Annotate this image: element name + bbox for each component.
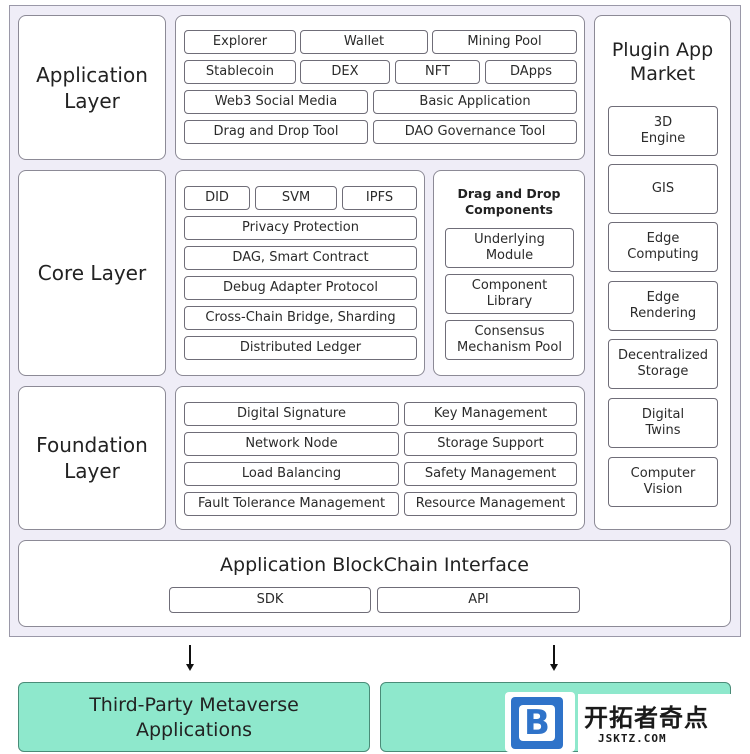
- app-item-explorer: Explorer: [184, 30, 296, 54]
- plugin-decentralized-storage: Decentralized Storage: [608, 339, 718, 389]
- drag-drop-components-title: Drag and Drop Components: [457, 186, 561, 217]
- interface-sdk: SDK: [169, 587, 371, 613]
- plugin-computer-vision: Computer Vision: [608, 457, 718, 507]
- blockchain-interface-title: Application BlockChain Interface: [220, 554, 529, 576]
- plugin-digital-twins: Digital Twins: [608, 398, 718, 448]
- plugin-market-title: Plugin App Market: [611, 39, 714, 85]
- application-layer-items-panel: Explorer Wallet Mining Pool Stablecoin D…: [175, 15, 585, 160]
- arrow-left-line: [189, 645, 191, 665]
- core-item-cross-chain-bridge: Cross-Chain Bridge, Sharding: [184, 306, 417, 330]
- component-consensus-mechanism-pool: Consensus Mechanism Pool: [445, 320, 574, 360]
- core-item-privacy-protection: Privacy Protection: [184, 216, 417, 240]
- app-item-wallet: Wallet: [300, 30, 428, 54]
- core-item-svm: SVM: [255, 186, 337, 210]
- plugin-edge-computing: Edge Computing: [608, 222, 718, 272]
- app-item-dao-governance-tool: DAO Governance Tool: [373, 120, 577, 144]
- interface-api: API: [377, 587, 580, 613]
- watermark-logo-letter: B: [519, 703, 555, 743]
- plugin-edge-rendering: Edge Rendering: [608, 281, 718, 331]
- core-item-debug-adapter-protocol: Debug Adapter Protocol: [184, 276, 417, 300]
- core-item-ipfs: IPFS: [342, 186, 417, 210]
- watermark-text-backdrop: 开拓者奇点 JSKTZ.COM: [578, 694, 738, 752]
- foundation-layer-items-panel: Digital Signature Key Management Network…: [175, 386, 585, 530]
- core-layer-label-panel: Core Layer: [18, 170, 166, 376]
- output-third-party-metaverse: Third-Party Metaverse Applications: [18, 682, 370, 752]
- found-item-safety-management: Safety Management: [404, 462, 577, 486]
- found-item-fault-tolerance: Fault Tolerance Management: [184, 492, 399, 516]
- foundation-layer-label-panel: Foundation Layer: [18, 386, 166, 530]
- output-third-party-label: Third-Party Metaverse Applications: [89, 694, 299, 741]
- found-item-storage-support: Storage Support: [404, 432, 577, 456]
- app-item-dex: DEX: [300, 60, 390, 84]
- app-item-drag-and-drop-tool: Drag and Drop Tool: [184, 120, 368, 144]
- app-item-nft: NFT: [395, 60, 480, 84]
- application-layer-title: Application Layer: [36, 62, 148, 113]
- found-item-resource-management: Resource Management: [404, 492, 577, 516]
- arrow-left-head: [186, 664, 194, 671]
- arrow-right-line: [553, 645, 555, 665]
- app-item-dapps: DApps: [485, 60, 577, 84]
- arrow-right-head: [550, 664, 558, 671]
- found-item-load-balancing: Load Balancing: [184, 462, 399, 486]
- drag-drop-components-panel: Drag and Drop Components Underlying Modu…: [433, 170, 585, 376]
- app-item-stablecoin: Stablecoin: [184, 60, 296, 84]
- app-item-web3-social-media: Web3 Social Media: [184, 90, 368, 114]
- found-item-digital-signature: Digital Signature: [184, 402, 399, 426]
- watermark-url: JSKTZ.COM: [598, 732, 667, 745]
- component-library: Component Library: [445, 274, 574, 314]
- app-item-basic-application: Basic Application: [373, 90, 577, 114]
- core-item-did: DID: [184, 186, 250, 210]
- found-item-network-node: Network Node: [184, 432, 399, 456]
- core-layer-items-panel: DID SVM IPFS Privacy Protection DAG, Sma…: [175, 170, 425, 376]
- core-layer-title: Core Layer: [37, 261, 147, 285]
- application-layer-label-panel: Application Layer: [18, 15, 166, 160]
- plugin-gis: GIS: [608, 164, 718, 214]
- component-underlying-module: Underlying Module: [445, 228, 574, 268]
- watermark-logo-icon: B: [511, 697, 563, 749]
- app-item-mining-pool: Mining Pool: [432, 30, 577, 54]
- watermark-chinese-text: 开拓者奇点: [584, 704, 709, 732]
- plugin-3d-engine: 3D Engine: [608, 106, 718, 156]
- blockchain-interface-panel: Application BlockChain Interface SDK API: [18, 540, 731, 627]
- foundation-layer-title: Foundation Layer: [36, 433, 148, 483]
- core-item-dag-smart-contract: DAG, Smart Contract: [184, 246, 417, 270]
- found-item-key-management: Key Management: [404, 402, 577, 426]
- core-item-distributed-ledger: Distributed Ledger: [184, 336, 417, 360]
- plugin-market-panel: Plugin App Market 3D Engine GIS Edge Com…: [594, 15, 731, 530]
